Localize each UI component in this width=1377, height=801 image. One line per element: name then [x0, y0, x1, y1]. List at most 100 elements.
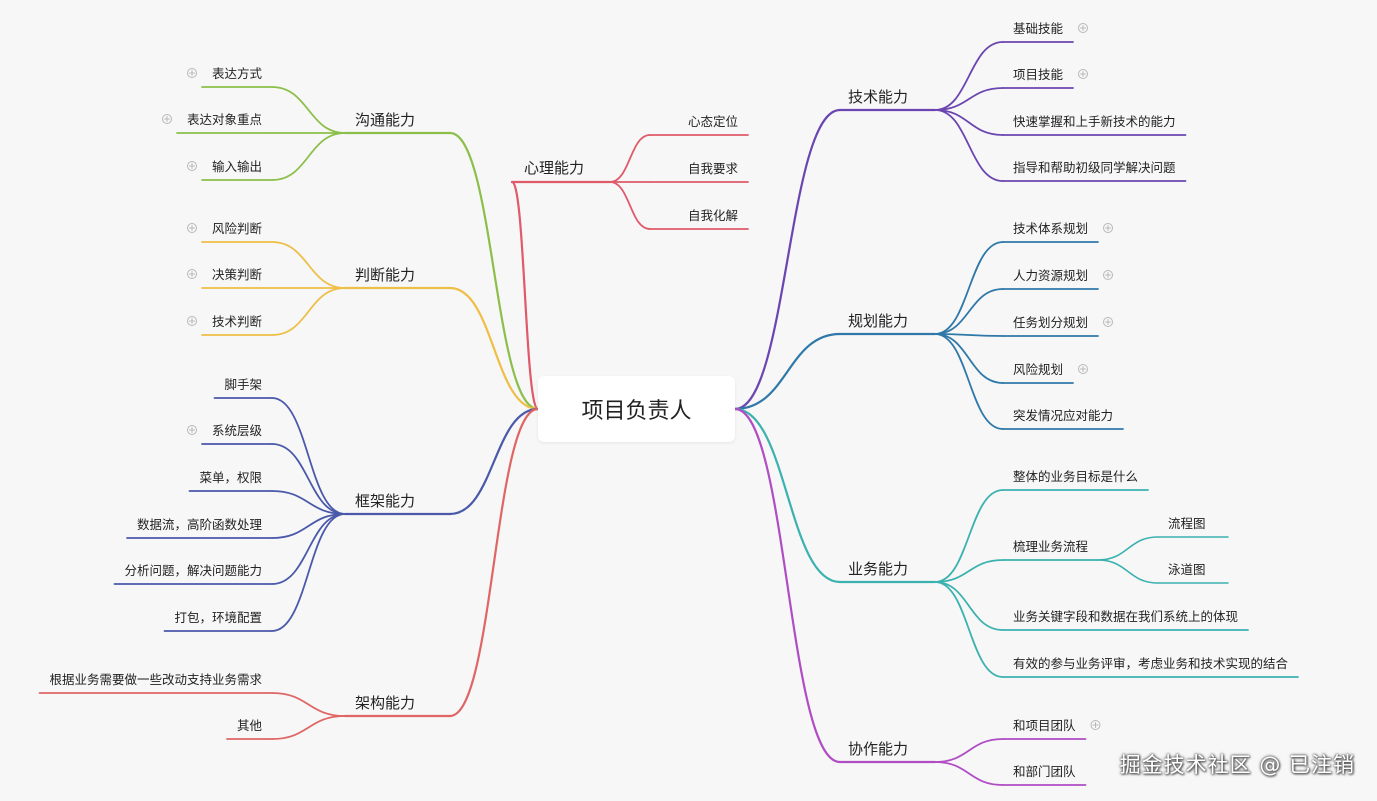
- plan-child-1-connector: [934, 288, 1004, 335]
- root-node[interactable]: 项目负责人: [538, 376, 735, 442]
- psych-child-0-label[interactable]: 心态定位: [688, 114, 738, 129]
- psych-label[interactable]: 心理能力: [524, 159, 584, 177]
- psych-child-2-label[interactable]: 自我化解: [688, 208, 738, 223]
- frame-child-3-label[interactable]: 数据流，高阶函数处理: [137, 517, 263, 532]
- frame-child-0-label[interactable]: 脚手架: [224, 377, 262, 392]
- collab-label[interactable]: 协作能力: [848, 740, 908, 758]
- business-child-2-label[interactable]: 业务关键字段和数据在我们系统上的体现: [1013, 609, 1238, 624]
- frame-child-2-label[interactable]: 菜单，权限: [199, 470, 262, 485]
- business-connector: [733, 407, 842, 584]
- comm-child-0-plus-icon[interactable]: [187, 68, 197, 78]
- business-child-0-label[interactable]: 整体的业务目标是什么: [1013, 469, 1138, 484]
- comm-child-1-label[interactable]: 表达对象重点: [187, 112, 262, 127]
- business-child-1-connector: [934, 559, 1004, 583]
- frame-label[interactable]: 框架能力: [355, 492, 415, 510]
- judge-child-1-plus-icon[interactable]: [187, 269, 197, 279]
- business-label[interactable]: 业务能力: [848, 560, 908, 578]
- psych-child-0-connector: [609, 134, 651, 183]
- business-child-2-connector: [934, 581, 1004, 631]
- tech-child-0-label[interactable]: 基础技能: [1013, 21, 1064, 36]
- business-child-1-sub-1-label[interactable]: 泳道图: [1168, 562, 1206, 577]
- frame-child-5-connector: [271, 513, 346, 632]
- plan-child-0-plus-icon[interactable]: [1103, 223, 1113, 233]
- psych-connector: [510, 180, 540, 411]
- business-child-3-connector: [934, 581, 1004, 678]
- frame-child-1-connector: [271, 443, 346, 515]
- collab-child-0-label[interactable]: 和项目团队: [1013, 718, 1076, 733]
- comm-child-1-plus-icon[interactable]: [162, 114, 172, 124]
- judge-child-2-label[interactable]: 技术判断: [212, 314, 262, 329]
- tech-child-1-label[interactable]: 项目技能: [1013, 67, 1064, 82]
- tech-child-2-connector: [934, 109, 1004, 136]
- frame-child-4-connector: [271, 513, 346, 585]
- business-child-1-sub-0-label[interactable]: 流程图: [1168, 516, 1206, 531]
- business-child-1-sub-1-connector: [1097, 559, 1159, 584]
- business-child-1-sub-0-connector: [1097, 536, 1159, 561]
- frame-connector: [448, 407, 540, 516]
- collab-child-1-label[interactable]: 和部门团队: [1013, 764, 1076, 779]
- arch-child-0-label[interactable]: 根据业务需要做一些改动支持业务需求: [49, 672, 262, 687]
- arch-connector: [448, 407, 540, 718]
- plan-connector: [733, 332, 842, 411]
- tech-child-1-connector: [934, 87, 1004, 111]
- arch-child-1-connector: [271, 715, 346, 740]
- plan-child-0-label[interactable]: 技术体系规划: [1013, 221, 1088, 236]
- judge-child-2-plus-icon[interactable]: [187, 316, 197, 326]
- frame-child-5-label[interactable]: 打包，环境配置: [174, 610, 262, 625]
- tech-child-1-plus-icon[interactable]: [1078, 69, 1088, 79]
- comm-label[interactable]: 沟通能力: [355, 111, 415, 129]
- comm-child-0-label[interactable]: 表达方式: [212, 66, 263, 81]
- plan-child-2-label[interactable]: 任务划分规划: [1013, 315, 1088, 330]
- plan-child-3-connector: [934, 333, 1004, 384]
- plan-label[interactable]: 规划能力: [848, 312, 908, 330]
- tech-child-3-connector: [934, 109, 1004, 182]
- collab-child-0-plus-icon[interactable]: [1090, 720, 1101, 730]
- arch-label[interactable]: 架构能力: [355, 694, 415, 712]
- judge-child-0-connector: [271, 241, 346, 289]
- collab-connector: [733, 407, 842, 764]
- frame-child-0-connector: [271, 397, 346, 515]
- business-child-1-label[interactable]: 梳理业务流程: [1013, 539, 1089, 554]
- collab-child-0-connector: [934, 738, 1004, 763]
- root-node-label: 项目负责人: [581, 399, 692, 424]
- judge-label[interactable]: 判断能力: [355, 266, 415, 284]
- frame-child-2-connector: [271, 490, 346, 515]
- plan-child-3-plus-icon[interactable]: [1078, 364, 1088, 374]
- frame-child-4-label[interactable]: 分析问题，解决问题能力: [124, 563, 262, 578]
- frame-child-1-plus-icon[interactable]: [187, 425, 197, 435]
- judge-child-2-connector: [271, 287, 346, 336]
- judge-child-1-label[interactable]: 决策判断: [212, 267, 262, 282]
- tech-connector: [733, 108, 842, 411]
- judge-connector: [448, 286, 540, 411]
- tech-child-2-label[interactable]: 快速掌握和上手新技术的能力: [1013, 114, 1176, 129]
- plan-child-0-connector: [934, 241, 1004, 335]
- frame-child-1-label[interactable]: 系统层级: [212, 423, 263, 438]
- arch-child-0-connector: [271, 692, 346, 717]
- plan-child-4-connector: [934, 333, 1004, 430]
- arch-child-1-label[interactable]: 其他: [237, 718, 263, 733]
- plan-child-2-connector: [934, 333, 1004, 337]
- judge-child-0-plus-icon[interactable]: [187, 223, 197, 233]
- comm-child-2-connector: [271, 132, 346, 181]
- comm-child-0-connector: [271, 86, 346, 134]
- collab-child-1-connector: [934, 761, 1004, 786]
- plan-child-1-label[interactable]: 人力资源规划: [1013, 268, 1088, 283]
- plan-child-4-label[interactable]: 突发情况应对能力: [1013, 408, 1113, 423]
- psych-child-2-connector: [609, 181, 651, 230]
- judge-child-0-label[interactable]: 风险判断: [212, 221, 262, 236]
- plan-child-2-plus-icon[interactable]: [1103, 317, 1113, 327]
- tech-child-0-connector: [934, 41, 1004, 111]
- tech-label[interactable]: 技术能力: [848, 88, 908, 106]
- tech-child-3-label[interactable]: 指导和帮助初级同学解决问题: [1013, 160, 1176, 175]
- comm-child-2-label[interactable]: 输入输出: [212, 159, 262, 174]
- comm-child-2-plus-icon[interactable]: [187, 161, 197, 171]
- frame-child-3-connector: [271, 513, 346, 539]
- tech-child-0-plus-icon[interactable]: [1078, 23, 1088, 33]
- business-child-3-label[interactable]: 有效的参与业务评审，考虑业务和技术实现的结合: [1013, 656, 1289, 671]
- watermark: 掘金技术社区 @ 已注销: [1119, 753, 1355, 777]
- plan-child-3-label[interactable]: 风险规划: [1013, 362, 1063, 377]
- business-child-0-connector: [934, 489, 1004, 583]
- plan-child-1-plus-icon[interactable]: [1103, 270, 1113, 280]
- psych-child-1-label[interactable]: 自我要求: [688, 161, 739, 176]
